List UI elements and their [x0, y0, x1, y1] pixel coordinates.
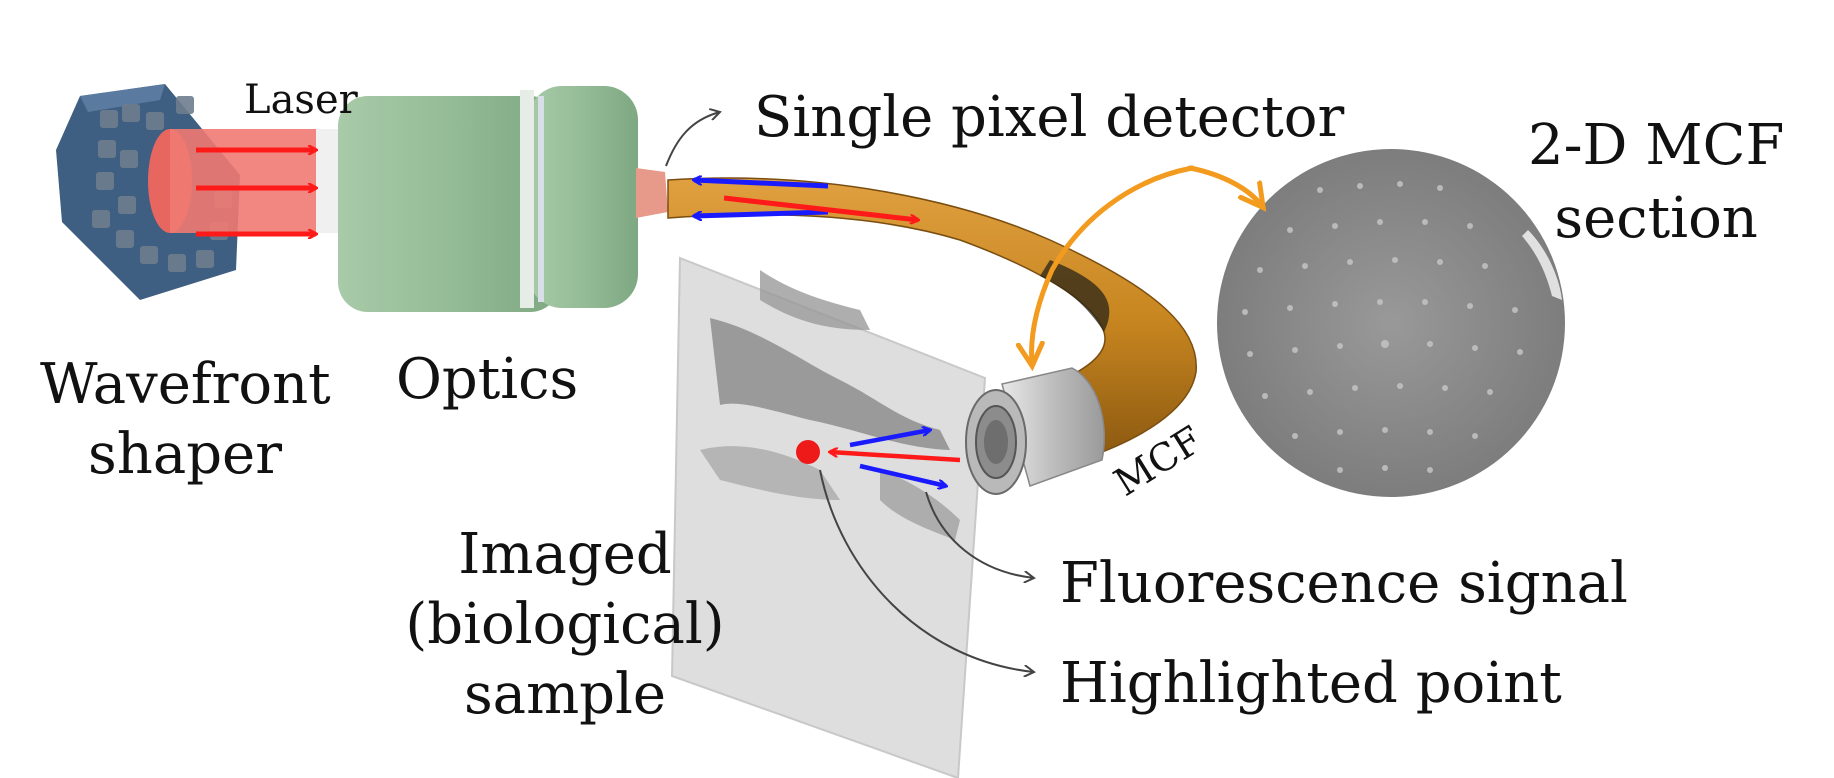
optics-label: Optics: [396, 347, 579, 412]
fluorescence-signal-label: Fluorescence signal: [1060, 551, 1628, 616]
laser-label: Laser: [244, 77, 358, 123]
imaged-sample-label-line2: (biological): [405, 592, 725, 657]
imaged-sample-label-line1: Imaged: [458, 522, 672, 587]
imaged-sample-label: Imaged (biological) sample: [400, 520, 730, 730]
wavefront-shaper-label-line2: shaper: [88, 422, 282, 487]
highlighted-point-label: Highlighted point: [1060, 651, 1562, 716]
mcf-section-callout-arrows: [1032, 165, 1262, 364]
mcf-section-label: 2-D MCF section: [1528, 110, 1784, 256]
mcf-section-label-line1: 2-D MCF: [1528, 113, 1785, 178]
sample-signal-arrows: [830, 430, 961, 486]
mcf-cross-section-disc: [1217, 149, 1565, 497]
fiber-signal-arrows: [694, 180, 918, 220]
highlighted-point-dot: [796, 440, 820, 464]
optics-lens-assembly: [338, 86, 668, 312]
laser-beam: [148, 129, 344, 233]
label-leader-lines: [665, 112, 1034, 672]
imaged-sample-label-line3: sample: [463, 662, 667, 727]
fiber-distal-tip: [965, 367, 1106, 495]
mcf-section-label-line2: section: [1554, 185, 1758, 251]
wavefront-shaper-label: Wavefront shaper: [40, 350, 331, 490]
wavefront-shaper-label-line1: Wavefront: [40, 352, 331, 417]
single-pixel-detector-label: Single pixel detector: [754, 85, 1345, 150]
laser-direction-arrows: [196, 150, 316, 234]
biological-sample-slide: [670, 256, 987, 778]
